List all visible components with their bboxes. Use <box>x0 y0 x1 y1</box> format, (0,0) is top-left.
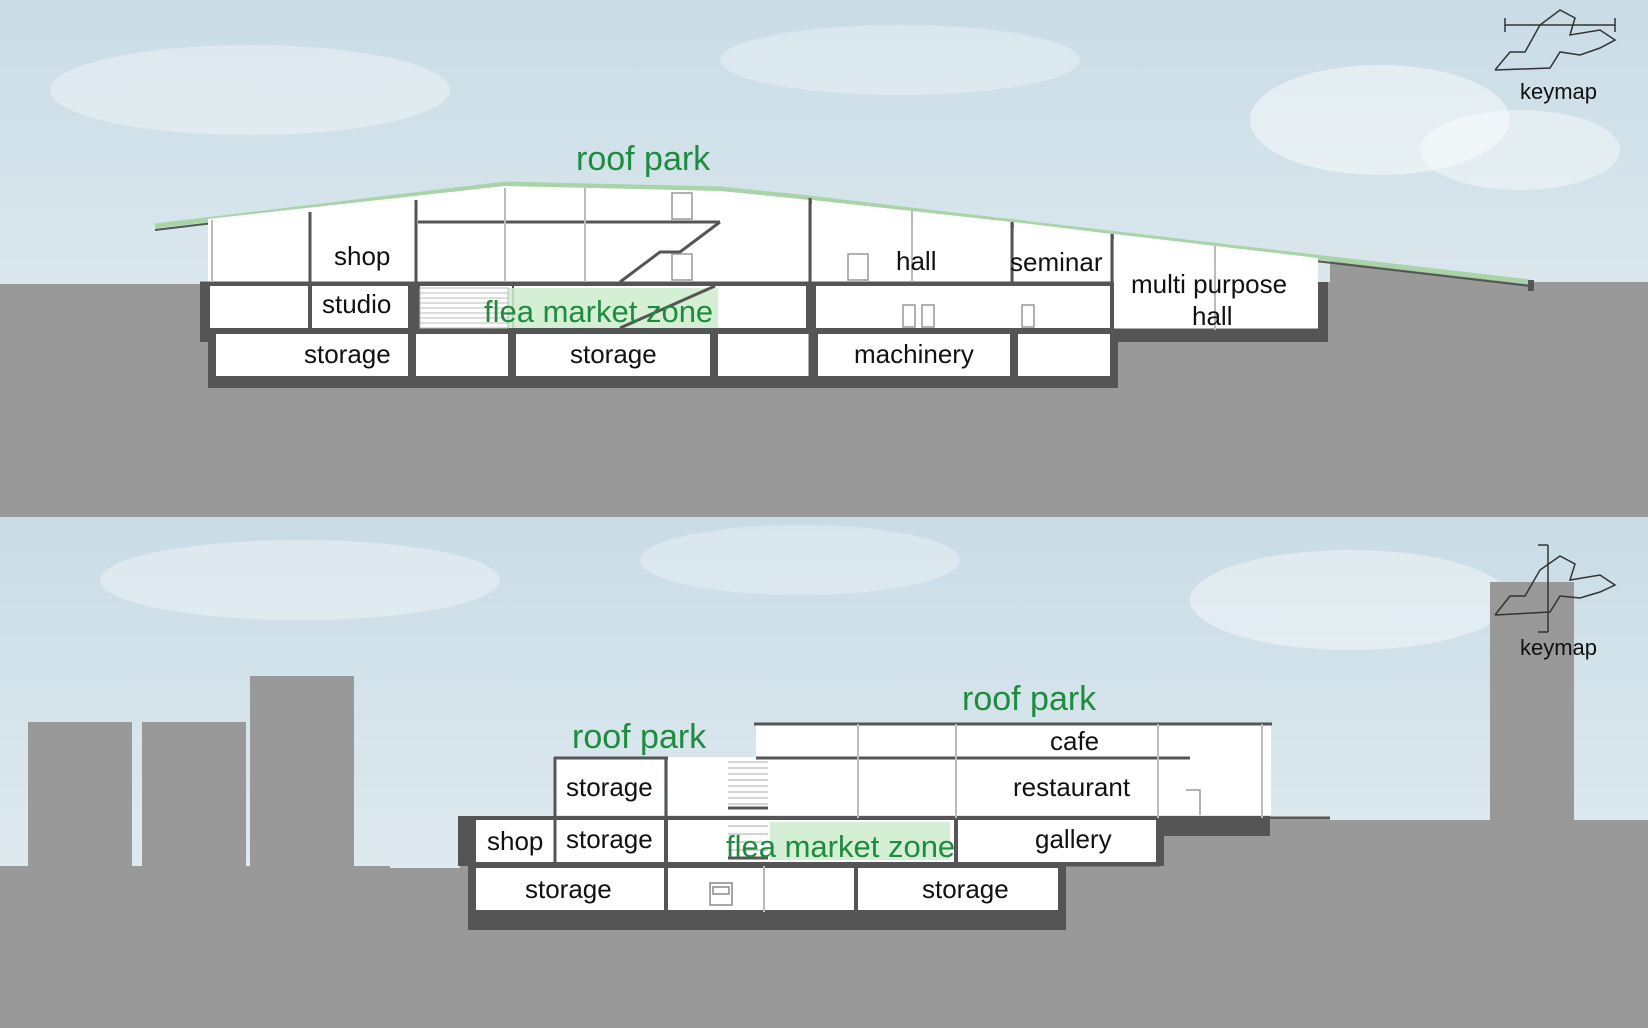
bottom-storage-low-right-room <box>858 868 1058 910</box>
top-storage-mid-room <box>516 334 710 376</box>
door-icon <box>1021 304 1035 328</box>
bottom-keymap-label: keymap <box>1520 635 1597 660</box>
top-base-room <box>416 334 508 376</box>
top-cloud <box>1250 65 1510 175</box>
bottom-gallery-label: gallery <box>1035 824 1112 854</box>
top-mid-right-room <box>816 286 1110 328</box>
top-base-room <box>1018 334 1110 376</box>
bottom-shop-label: shop <box>487 826 543 856</box>
top-roof-park-label: roof park <box>576 140 711 178</box>
bottom-upper-shell <box>1160 816 1270 836</box>
neighbor-building <box>250 676 354 867</box>
top-flea-label: flea market zone <box>484 294 713 329</box>
bottom-storage-middle-room <box>556 820 664 862</box>
bottom-restaurant-label: restaurant <box>1013 772 1131 802</box>
top-storage-mid-label: storage <box>570 339 657 369</box>
top-seminar-block <box>1014 222 1112 282</box>
top-storage-left-room <box>216 334 408 376</box>
top-roof-edge <box>1528 280 1534 291</box>
top-stair <box>619 284 716 330</box>
neighbor-building <box>142 722 246 867</box>
top-base-room <box>718 334 810 376</box>
top-flea-highlight <box>508 288 718 328</box>
bottom-gallery-room <box>958 820 1156 862</box>
top-keymap-label: keymap <box>1520 79 1597 104</box>
bottom-escalator-lines <box>728 761 768 851</box>
bottom-exterior-stair <box>1186 789 1201 815</box>
bottom-flea-label: flea market zone <box>726 829 955 864</box>
neighbor-building <box>28 722 132 867</box>
top-cloud <box>720 25 1080 95</box>
bottom-keymap-icon <box>1494 544 1617 633</box>
section-divider <box>0 513 1648 517</box>
top-cloud <box>1420 110 1620 190</box>
top-keymap-icon <box>1494 9 1617 71</box>
top-roof-park-surface <box>154 181 1531 285</box>
bottom-storage-low-right-label: storage <box>922 874 1009 904</box>
door-icon <box>671 192 693 220</box>
top-cloud <box>50 45 450 135</box>
door-icon <box>847 253 869 281</box>
top-machinery-room <box>818 334 1010 376</box>
top-multi-label-line2: hall <box>1192 301 1232 331</box>
neighbor-tower <box>1490 582 1574 832</box>
top-seminar-label: seminar <box>1010 247 1103 277</box>
top-stair <box>619 220 721 284</box>
top-studio-room <box>312 286 408 328</box>
top-multi-label-line1: multi purpose <box>1131 269 1287 299</box>
top-section: roof park shop studio flea market zone s… <box>0 0 1648 515</box>
top-machinery-label: machinery <box>854 339 974 369</box>
bottom-cafe-label: cafe <box>1050 726 1099 756</box>
bottom-storage-low-left-label: storage <box>525 874 612 904</box>
bottom-cloud <box>100 540 500 620</box>
bottom-roof-park-right-label: roof park <box>962 680 1097 718</box>
truck-icon <box>709 882 733 906</box>
bottom-cloud <box>1190 550 1510 650</box>
bottom-storage-low-left-room <box>476 868 664 910</box>
bottom-upper-hall <box>756 725 1271 815</box>
bottom-roof-park-left-label: roof park <box>572 718 707 756</box>
bottom-storage-middle-label: storage <box>566 824 653 854</box>
bottom-shop-room <box>476 820 554 862</box>
top-escalator-lines <box>420 292 508 324</box>
top-shop-label: shop <box>334 241 390 271</box>
bottom-storage-upper-room <box>556 757 664 815</box>
door-icon <box>671 253 693 281</box>
bottom-cloud <box>640 525 960 595</box>
door-icon <box>921 304 935 328</box>
top-hall-label: hall <box>896 246 936 276</box>
bottom-storage-upper-label: storage <box>566 772 653 802</box>
top-storage-left-label: storage <box>304 339 391 369</box>
top-mid-room <box>210 286 308 328</box>
top-studio-label: studio <box>322 289 391 319</box>
bottom-garage-room <box>668 868 854 910</box>
bottom-section: roof park roof park cafe storage restaur… <box>0 517 1648 1028</box>
bottom-flea-highlight <box>770 822 950 860</box>
door-icon <box>902 304 916 328</box>
top-upper-left-block <box>208 186 810 282</box>
